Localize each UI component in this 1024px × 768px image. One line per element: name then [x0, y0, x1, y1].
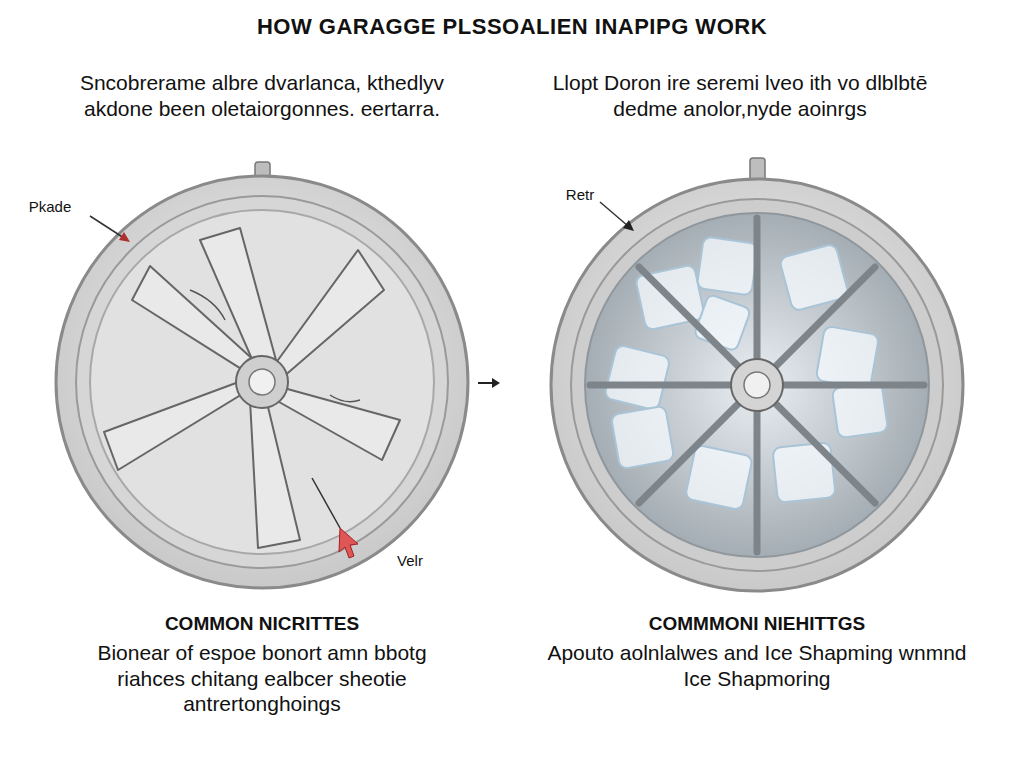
drawing-part — [590, 382, 732, 389]
drawing-part — [639, 403, 739, 503]
drawing-part — [775, 267, 875, 367]
drawing-part — [104, 228, 400, 548]
subtitle-text: Llopt Doron ire seremi lveo ith vo dlblb… — [520, 70, 960, 121]
drawing-part — [312, 478, 340, 528]
drawing-part — [190, 290, 225, 320]
drawing-part — [339, 528, 358, 558]
drawing-part — [685, 445, 753, 511]
drawing-part — [816, 326, 880, 390]
blade-disc — [56, 162, 468, 588]
drawing-part — [832, 382, 888, 438]
drawing-part — [76, 196, 448, 568]
drawing-part — [590, 218, 924, 552]
drawing-part — [744, 372, 770, 398]
drawing-part — [90, 216, 124, 238]
drawing-part — [551, 179, 963, 591]
drawing-part — [611, 406, 675, 470]
flow-arrow — [478, 378, 500, 388]
drawing-part — [623, 220, 634, 231]
drawing-part — [492, 378, 500, 388]
drawing-part — [639, 267, 739, 367]
drawing-part — [600, 202, 628, 226]
drawing-part — [693, 294, 751, 352]
callout-label: Pkade — [12, 198, 88, 216]
drawing-part — [56, 176, 468, 588]
drawing-part — [775, 403, 875, 503]
drawing-part — [330, 395, 360, 402]
drawing-part — [585, 213, 929, 557]
drawing-part — [571, 199, 943, 571]
drawing-part — [604, 236, 888, 510]
drawing-part — [249, 369, 275, 395]
section-body: Apouto aolnlalwes and Ice Shapming wnmnd… — [547, 640, 967, 691]
section-heading: COMMMONI NIEHITTGS — [547, 612, 967, 635]
subtitle-text: Sncobrerame albre dvarlanca, kthedlyv ak… — [47, 70, 477, 121]
drawing-part — [754, 218, 761, 360]
section-body: Bionear of espoe bonort amn bbotg riahce… — [62, 640, 462, 717]
leader-lines — [90, 202, 634, 558]
drawing-part — [236, 356, 288, 408]
callout-label: Retr — [548, 186, 612, 204]
drawing-part — [90, 210, 434, 554]
drawing-part — [731, 359, 783, 411]
drawing-part — [782, 382, 924, 389]
diagram-title: HOW GARAGGE PLSSOALIEN INAPIPG WORK — [12, 14, 1012, 41]
callout-label: Velr — [370, 552, 450, 570]
ice-disc — [551, 158, 963, 591]
drawing-part — [754, 410, 761, 552]
drawing-part — [119, 232, 130, 242]
drawing-part — [697, 236, 759, 295]
section-heading: COMMON NICRITTES — [62, 612, 462, 635]
drawing-part — [604, 344, 671, 411]
